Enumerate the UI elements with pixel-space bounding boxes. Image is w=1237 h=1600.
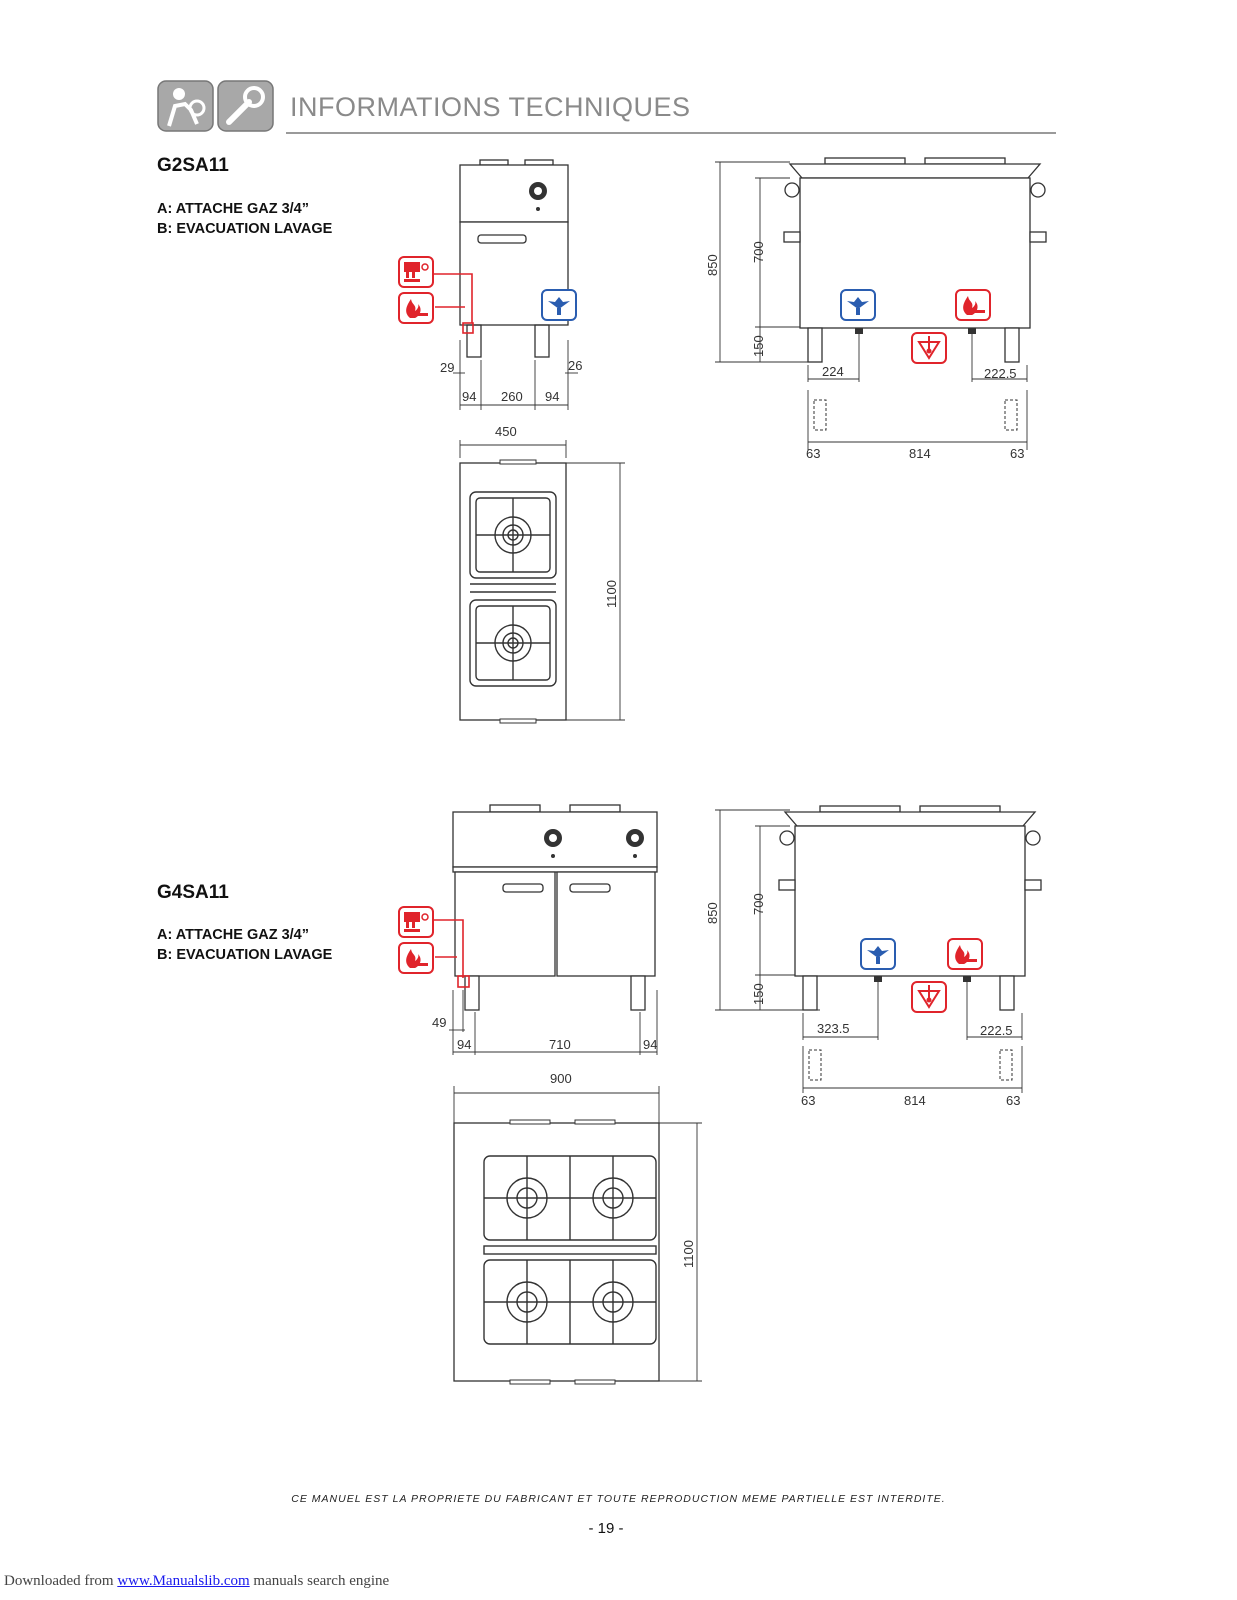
drain-icon <box>911 332 947 364</box>
dim-height: 850 <box>705 254 720 276</box>
flame-icon <box>955 289 991 321</box>
gas-connection-icon <box>398 256 434 288</box>
front-view-g2sa11: 29 26 94 260 94 <box>433 159 582 410</box>
dim-gas: 222.5 <box>980 1023 1013 1038</box>
dim-left-offset: 29 <box>440 360 454 375</box>
side-view-g2sa11: 850 700 150 224 222.5 63 814 63 <box>705 157 1047 461</box>
dim-gas: 222.5 <box>984 366 1017 381</box>
copyright-notice: CE MANUEL EST LA PROPRIETE DU FABRICANT … <box>291 1493 946 1505</box>
model-title-g2sa11: G2SA11 <box>157 155 229 176</box>
download-suffix: manuals search engine <box>249 1573 390 1589</box>
flame-icon <box>398 942 434 974</box>
front-view-g4sa11: 49 94 710 94 <box>432 804 658 1055</box>
dim-w1: 94 <box>462 389 476 404</box>
download-prefix: Downloaded from <box>4 1573 118 1589</box>
top-view-g4sa11: 900 1100 <box>453 1071 702 1385</box>
side-view-g4sa11: 850 700 150 323.5 222.5 63 814 63 <box>705 805 1042 1108</box>
dim-body: 700 <box>751 241 766 263</box>
page-title: INFORMATIONS TECHNIQUES <box>290 92 691 122</box>
header-divider <box>286 132 1056 134</box>
legend-drain: B: EVACUATION LAVAGE <box>157 947 333 963</box>
manualslib-link[interactable]: www.Manualslib.com <box>117 1573 250 1589</box>
dim-f1: 63 <box>806 446 820 461</box>
download-line: Downloaded from www.Manualslib.com manua… <box>4 1573 389 1590</box>
water-drain-icon <box>541 289 577 321</box>
dim-f3: 63 <box>1006 1093 1020 1108</box>
dim-drain: 224 <box>822 364 844 379</box>
top-view-g2sa11: 450 1100 <box>459 424 625 724</box>
legend-drain: B: EVACUATION LAVAGE <box>157 221 333 237</box>
dim-right-offset: 26 <box>568 358 582 373</box>
page-number: - 19 - <box>588 1520 624 1537</box>
dim-f1: 63 <box>801 1093 815 1108</box>
dim-top-width: 900 <box>550 1071 572 1086</box>
dim-w2: 260 <box>501 389 523 404</box>
technician-icon <box>157 80 214 132</box>
drain-icon <box>911 981 947 1013</box>
legend-g4sa11: A: ATTACHE GAZ 3/4” B: EVACUATION LAVAGE <box>157 925 332 965</box>
dim-w2: 710 <box>549 1037 571 1052</box>
dim-body: 700 <box>751 893 766 915</box>
header-icon-group <box>157 80 274 132</box>
water-drain-icon <box>860 938 896 970</box>
dim-w3: 94 <box>643 1037 657 1052</box>
dim-w3: 94 <box>545 389 559 404</box>
dim-left-offset: 49 <box>432 1015 446 1030</box>
flame-icon <box>398 292 434 324</box>
legend-gas: A: ATTACHE GAZ 3/4” <box>157 927 309 943</box>
dim-f2: 814 <box>904 1093 926 1108</box>
dim-w1: 94 <box>457 1037 471 1052</box>
legend-g2sa11: A: ATTACHE GAZ 3/4” B: EVACUATION LAVAGE <box>157 199 332 239</box>
dim-f2: 814 <box>909 446 931 461</box>
dim-legs: 150 <box>751 335 766 357</box>
legend-gas: A: ATTACHE GAZ 3/4” <box>157 201 309 217</box>
dim-legs: 150 <box>751 983 766 1005</box>
flame-icon <box>947 938 983 970</box>
wrench-icon <box>217 80 274 132</box>
dim-drain: 323.5 <box>817 1021 850 1036</box>
dim-f3: 63 <box>1010 446 1024 461</box>
gas-connection-icon <box>398 906 434 938</box>
dim-top-depth: 1100 <box>681 1240 696 1268</box>
dim-height: 850 <box>705 902 720 924</box>
dim-top-width: 450 <box>495 424 517 439</box>
header-icons <box>157 80 275 137</box>
dim-top-depth: 1100 <box>604 580 619 608</box>
water-drain-icon <box>840 289 876 321</box>
model-title-g4sa11: G4SA11 <box>157 882 229 903</box>
